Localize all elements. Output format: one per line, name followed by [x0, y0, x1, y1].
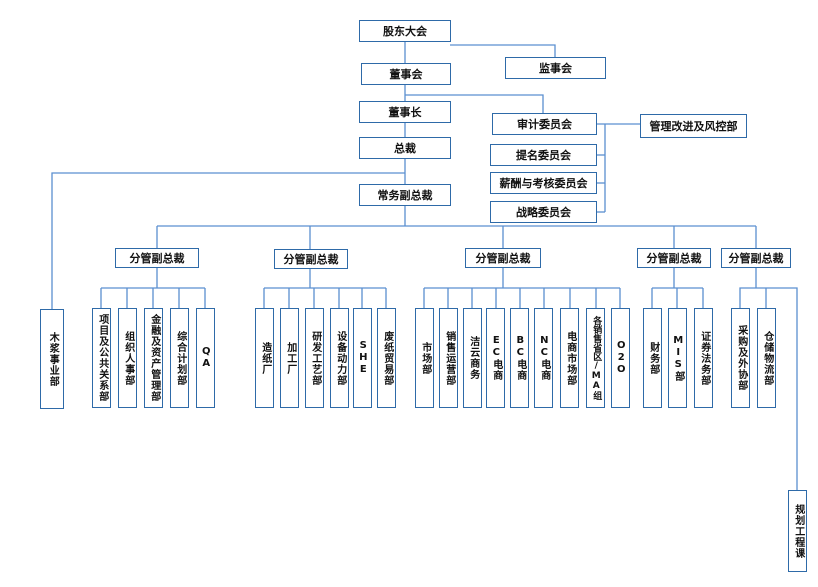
dept-procurement-outsourcing: 采购及外协部	[731, 308, 750, 408]
compensation-committee-box: 薪酬与考核委员会	[490, 172, 597, 194]
strategy-committee-box: 战略委员会	[490, 201, 597, 223]
vp-box-1: 分管副总裁	[115, 248, 199, 268]
dept-waste-paper-trade: 废纸贸易部	[377, 308, 396, 408]
dept-equipment-power: 设备动力部	[330, 308, 349, 408]
wood-pulp-division-label: 木浆事业部	[47, 331, 59, 387]
dept-processing-plant: 加工厂	[280, 308, 299, 408]
dept-planning: 综合计划部	[170, 308, 189, 408]
dept-jieyun-commerce: 洁云商务	[463, 308, 482, 408]
dept-label: 造纸厂	[259, 341, 271, 375]
dept-rnd-process: 研发工艺部	[305, 308, 324, 408]
dept-label: 洁云商务	[467, 336, 479, 380]
dept-label: 财务部	[647, 341, 659, 375]
dept-project-public-relations: 项目及公共关系部	[92, 308, 111, 408]
risk-control-dept-box: 管理改进及风控部	[640, 114, 747, 138]
vp-box-4: 分管副总裁	[637, 248, 711, 268]
dept-marketing: 市场部	[415, 308, 434, 408]
supervisory-board-box: 监事会	[505, 57, 606, 79]
dept-provincial-sales: 各销售省区/MA组	[586, 308, 605, 408]
dept-sales-operations: 销售运营部	[439, 308, 458, 408]
dept-label: O2O	[615, 340, 627, 376]
dept-label: EC电商	[490, 335, 502, 381]
dept-ec-ecommerce: EC电商	[486, 308, 505, 408]
dept-label: 电商市场部	[564, 330, 576, 386]
dept-finance-asset-mgmt: 金融及资产管理部	[144, 308, 163, 408]
dept-label: 各销售省区/MA组	[591, 316, 602, 400]
dept-label: 市场部	[419, 341, 431, 375]
board-of-directors-box: 董事会	[361, 63, 451, 85]
dept-label: NC电商	[538, 335, 550, 381]
planning-engineering-label: 规划工程课	[792, 503, 804, 559]
dept-she: SHE	[353, 308, 372, 408]
dept-label: 采购及外协部	[735, 325, 747, 391]
audit-committee-box: 审计委员会	[492, 113, 597, 135]
president-box: 总裁	[359, 137, 451, 159]
dept-label: 研发工艺部	[309, 330, 321, 386]
dept-label: 综合计划部	[174, 330, 186, 386]
wood-pulp-division-box: 木浆事业部	[40, 309, 64, 409]
dept-label: 金融及资产管理部	[148, 314, 160, 402]
dept-label: 仓储物流部	[761, 330, 773, 386]
dept-o2o: O2O	[611, 308, 630, 408]
chairman-box: 董事长	[359, 101, 451, 123]
dept-nc-ecommerce: NC电商	[534, 308, 553, 408]
dept-label: 销售运营部	[443, 330, 455, 386]
dept-bc-ecommerce: BC电商	[510, 308, 529, 408]
dept-label: 证券法务部	[698, 330, 710, 386]
shareholders-meeting-box: 股东大会	[359, 20, 451, 42]
vp-box-3: 分管副总裁	[465, 248, 541, 268]
dept-label: 加工厂	[284, 341, 296, 375]
dept-label: 组织人事部	[122, 330, 134, 386]
dept-label: 设备动力部	[334, 330, 346, 386]
dept-paper-mill: 造纸厂	[255, 308, 274, 408]
dept-warehouse-logistics: 仓储物流部	[757, 308, 776, 408]
dept-organization-hr: 组织人事部	[118, 308, 137, 408]
dept-label: 项目及公共关系部	[96, 314, 108, 402]
dept-label: BC电商	[514, 335, 526, 381]
dept-ecommerce-marketing: 电商市场部	[560, 308, 579, 408]
planning-engineering-section-box: 规划工程课	[788, 490, 807, 572]
vp-box-2: 分管副总裁	[274, 249, 348, 269]
dept-qa: QA	[196, 308, 215, 408]
vp-box-5: 分管副总裁	[721, 248, 791, 268]
dept-finance: 财务部	[643, 308, 662, 408]
dept-label: SHE	[357, 340, 369, 376]
dept-securities-legal: 证券法务部	[694, 308, 713, 408]
dept-label: 废纸贸易部	[381, 330, 393, 386]
executive-vp-box: 常务副总裁	[359, 184, 451, 206]
nomination-committee-box: 提名委员会	[490, 144, 597, 166]
dept-label: MIS部	[672, 334, 684, 382]
dept-mis: MIS部	[668, 308, 687, 408]
dept-label: QA	[200, 346, 212, 370]
